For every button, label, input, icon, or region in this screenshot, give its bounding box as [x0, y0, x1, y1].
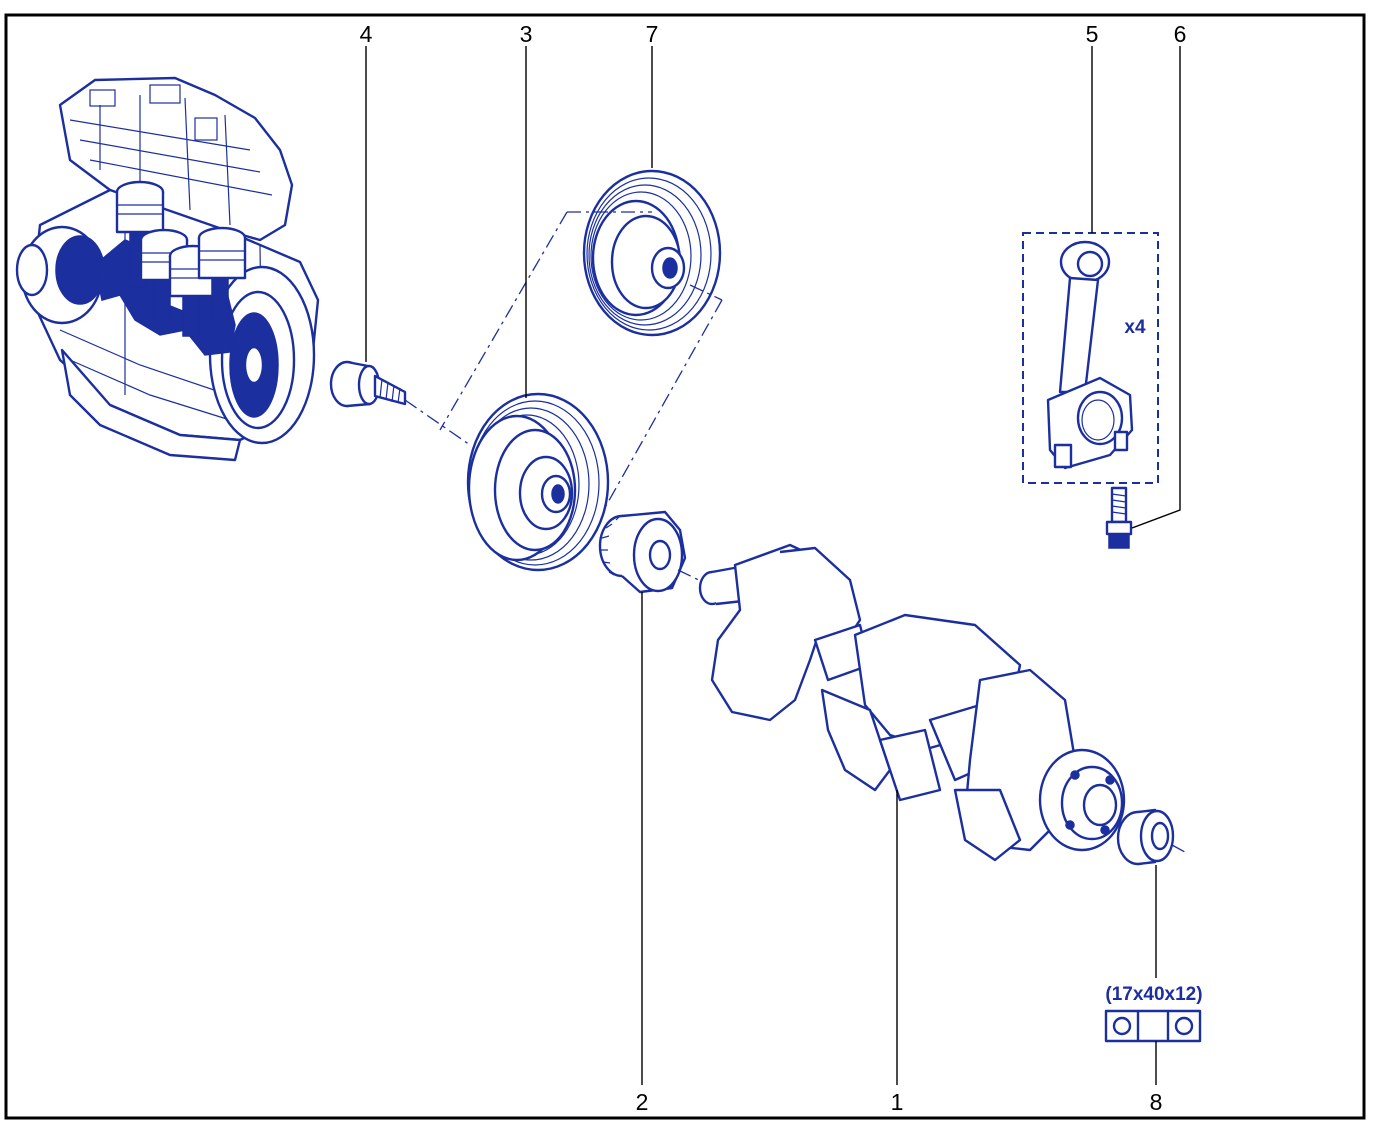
callout-5: 5	[1086, 21, 1099, 47]
callout-2: 2	[636, 1089, 649, 1115]
part-8-oil-seal	[1116, 808, 1175, 866]
quantity-label: x4	[1124, 317, 1146, 338]
diagram-frame	[4, 13, 1366, 1120]
engine-overview-illustration	[15, 76, 320, 462]
connecting-rod-group-box	[1022, 232, 1159, 484]
callout-1: 1	[891, 1089, 904, 1115]
alignment-line-bolt	[404, 399, 471, 446]
part-2-timing-sprocket	[598, 510, 687, 594]
seal-size-symbol	[1104, 1009, 1202, 1043]
callout-7: 7	[646, 21, 659, 47]
part-1-crankshaft	[698, 543, 1126, 862]
callout-8: 8	[1150, 1089, 1163, 1115]
leader-6	[1131, 46, 1181, 529]
alignment-line-pulley-7-left	[439, 211, 568, 431]
part-7-pulley	[582, 169, 722, 337]
part-5-connecting-rod	[1046, 240, 1134, 470]
part-6-rod-bolt	[1105, 486, 1133, 549]
alignment-line-seal	[1171, 844, 1186, 853]
alignment-line-sprocket	[677, 569, 706, 584]
part-3-crankshaft-pulley	[466, 392, 610, 572]
callout-6: 6	[1174, 21, 1187, 47]
alignment-line-pulley-7-right	[597, 299, 723, 521]
callout-3: 3	[520, 21, 533, 47]
alignment-line-pulley-7-connect	[689, 284, 723, 301]
callout-4: 4	[360, 21, 373, 47]
seal-size-label: (17x40x12)	[1105, 984, 1202, 1005]
part-4-pulley-bolt	[329, 360, 407, 408]
